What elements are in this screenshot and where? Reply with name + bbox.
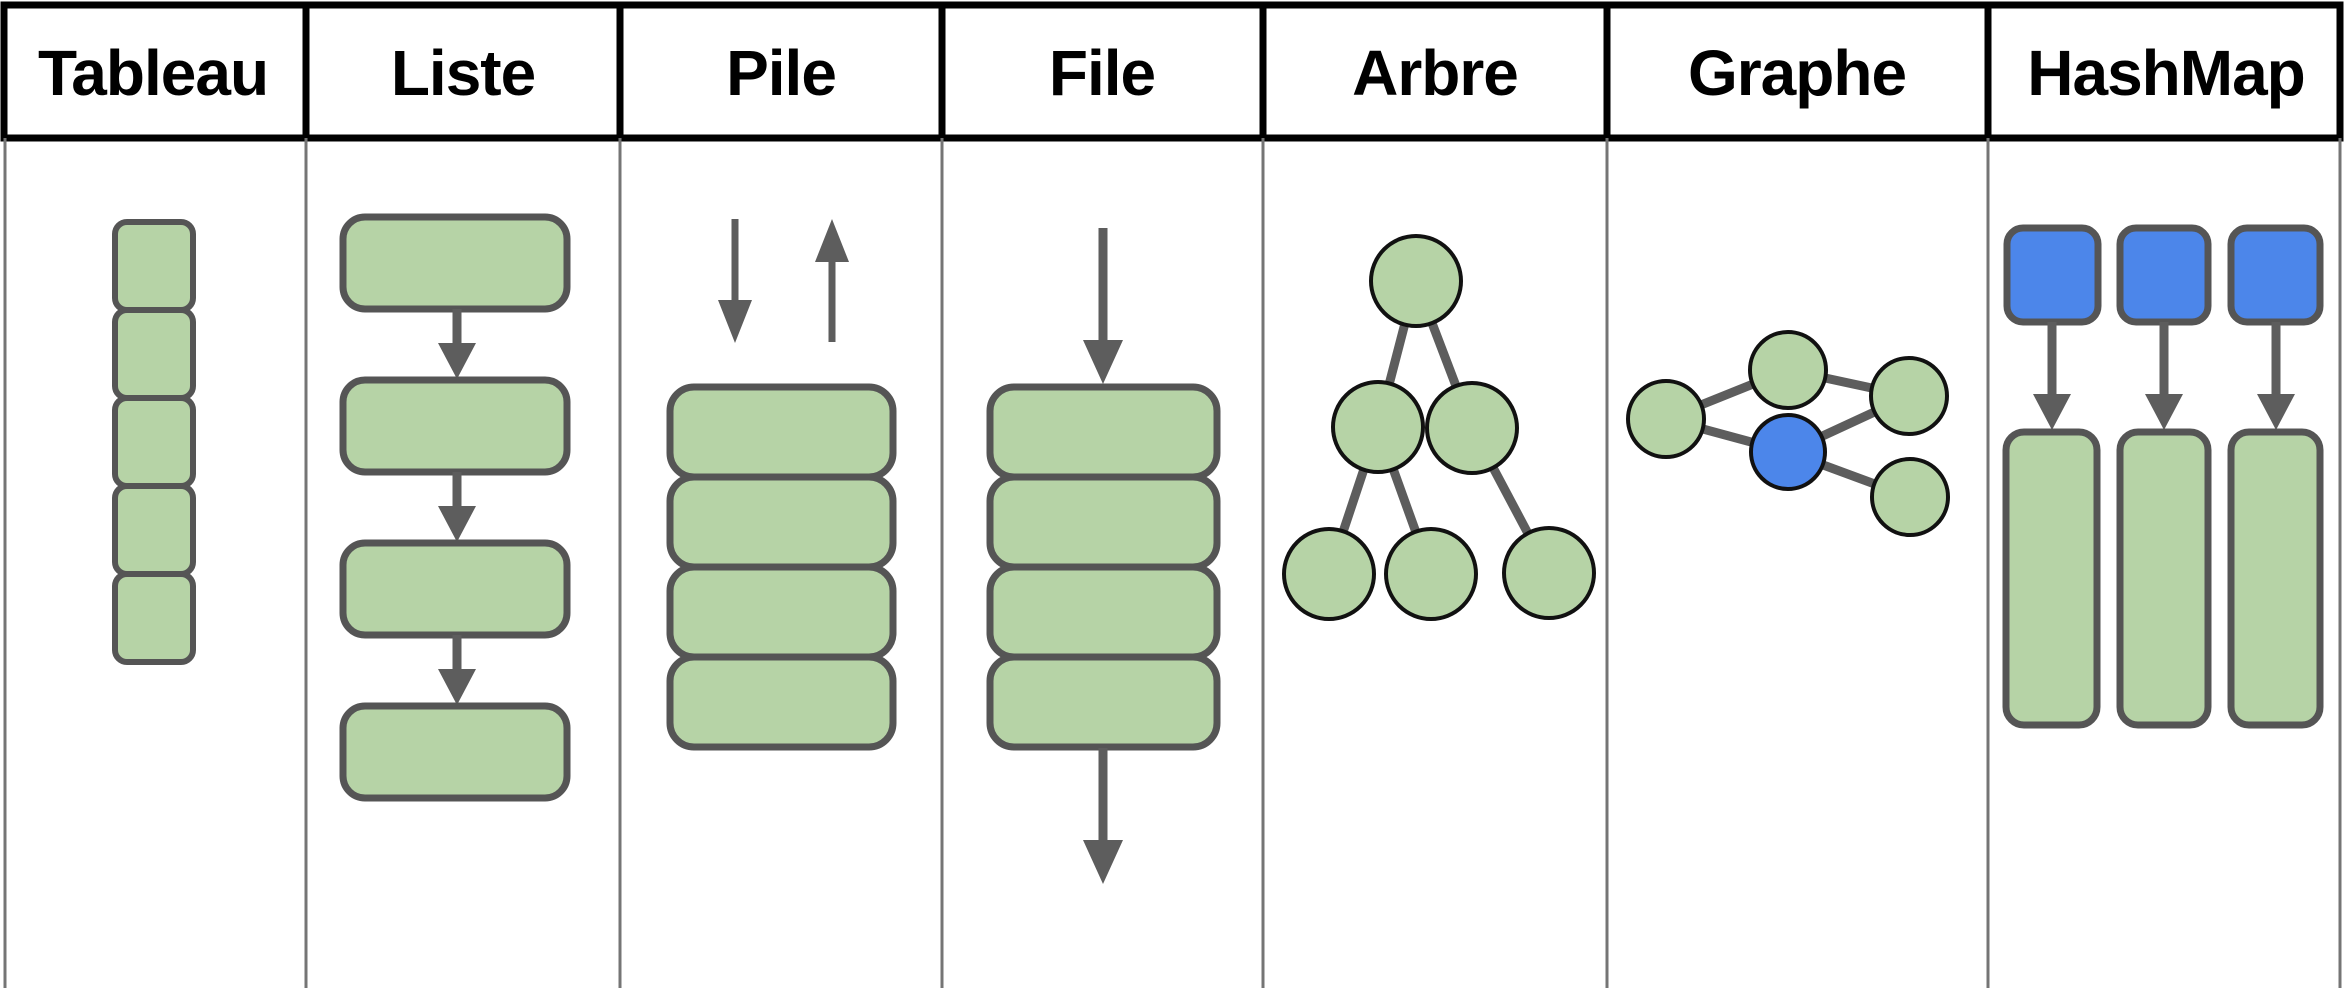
array-cell — [112, 307, 196, 401]
array-cell — [112, 219, 196, 313]
column-title-liste: Liste — [391, 37, 535, 109]
tree-leaf-node — [1502, 526, 1596, 620]
tree-root-node — [1369, 234, 1463, 328]
linked-list-diagram — [339, 213, 571, 802]
column-title-pile: Pile — [726, 37, 836, 109]
tree-node — [1425, 381, 1519, 475]
grid-lines — [3, 138, 2342, 988]
list-node — [339, 376, 571, 476]
column-title-file: File — [1049, 37, 1155, 109]
dequeue-down-arrow-icon — [1083, 748, 1123, 884]
pop-up-arrow-icon — [815, 219, 849, 342]
queue-diagram — [986, 228, 1221, 884]
header-cell-tableau — [0, 1, 310, 142]
down-arrow-icon — [438, 635, 476, 705]
column-title-graphe: Graphe — [1688, 37, 1906, 109]
stack-cell — [666, 473, 897, 571]
hashmap-key — [2003, 224, 2102, 326]
hash-down-arrow-icon — [2033, 322, 2071, 430]
hashmap-key — [2227, 224, 2324, 326]
array-cell — [112, 571, 196, 665]
column-title-tableau: Tableau — [38, 37, 268, 109]
stack-cell — [666, 653, 897, 751]
queue-cell — [986, 563, 1221, 661]
stack-cell — [666, 383, 897, 481]
column-title-hashmap: HashMap — [2027, 37, 2305, 109]
tree-leaf-node — [1282, 527, 1376, 621]
header-cell-liste — [302, 1, 624, 142]
hashmap-diagram — [2002, 224, 2324, 729]
hashmap-key — [2116, 224, 2212, 326]
graph-diagram — [1626, 330, 1950, 537]
graph-node — [1870, 457, 1950, 537]
graph-node-highlighted — [1749, 413, 1827, 491]
queue-cell — [986, 653, 1221, 751]
list-node — [339, 702, 571, 802]
column-title-arbre: Arbre — [1352, 37, 1518, 109]
down-arrow-icon — [438, 309, 476, 379]
queue-cell — [986, 473, 1221, 571]
header-cell-arbre — [1259, 1, 1611, 142]
hash-down-arrow-icon — [2145, 322, 2183, 430]
hashmap-bucket — [2227, 428, 2324, 729]
queue-cell — [986, 383, 1221, 481]
graph-node — [1748, 330, 1828, 410]
enqueue-down-arrow-icon — [1083, 228, 1123, 384]
header-row: Tableau Liste Pile File Arbre Graphe Has… — [0, 1, 2344, 142]
header-cell-hashmap — [1984, 1, 2344, 142]
header-cell-pile — [616, 1, 946, 142]
array-diagram — [112, 219, 196, 665]
hash-down-arrow-icon — [2257, 322, 2295, 430]
tree-diagram — [1282, 234, 1596, 621]
stack-cell — [666, 563, 897, 661]
hashmap-bucket — [2116, 428, 2212, 729]
push-down-arrow-icon — [718, 219, 752, 343]
list-node — [339, 539, 571, 639]
down-arrow-icon — [438, 472, 476, 542]
list-node — [339, 213, 571, 313]
stack-diagram — [666, 219, 897, 751]
tree-node — [1331, 380, 1425, 474]
array-cell — [112, 395, 196, 489]
graph-node — [1869, 356, 1949, 436]
header-cell-graphe — [1603, 1, 1992, 142]
hashmap-bucket — [2002, 428, 2101, 729]
graph-node — [1626, 379, 1706, 459]
array-cell — [112, 483, 196, 577]
tree-leaf-node — [1384, 527, 1478, 621]
